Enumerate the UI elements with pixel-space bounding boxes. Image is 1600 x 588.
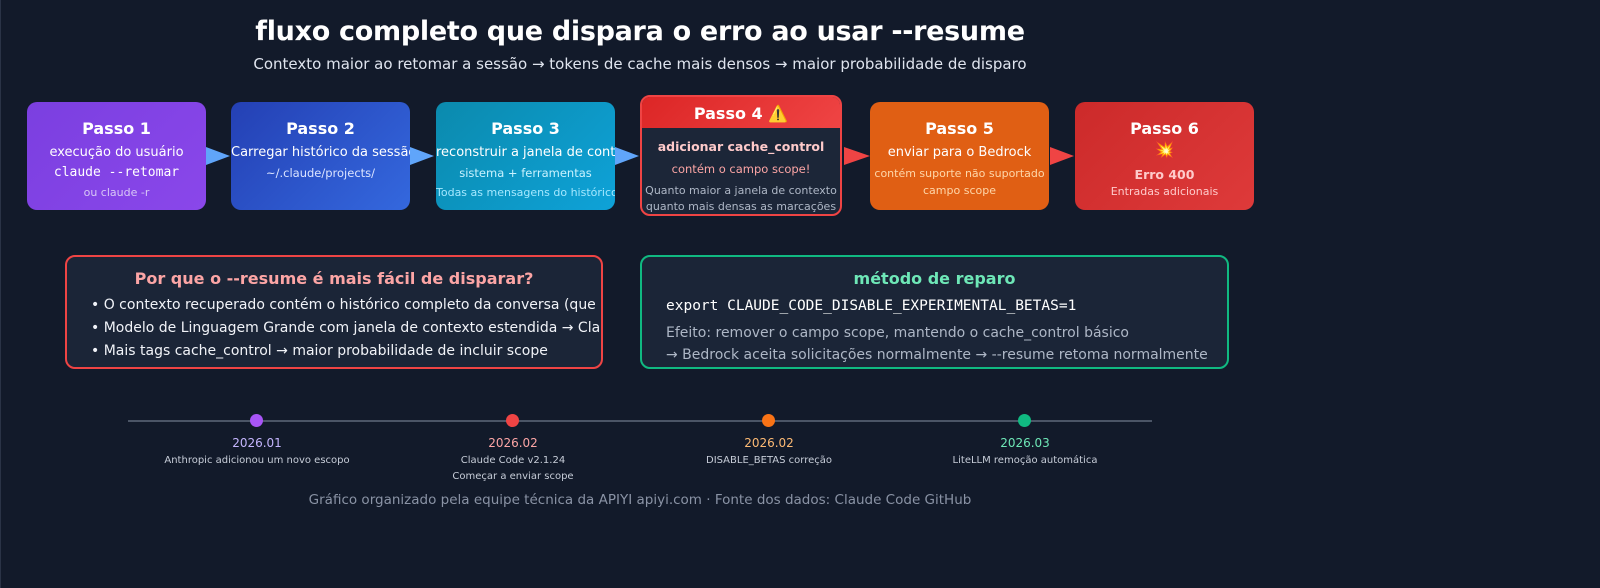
step-note: quanto mais densas as marcações	[645, 200, 837, 213]
step-3-card: Passo 3 reconstruir a janela de contexto…	[436, 102, 615, 210]
timeline-dot	[250, 414, 263, 427]
flow-arrow-icon	[1050, 147, 1074, 165]
flow-arrow-icon	[410, 147, 434, 165]
step-title: Passo 4 ⚠️	[642, 97, 840, 128]
timeline-event: Anthropic adicionou um novo escopo	[164, 455, 350, 466]
explosion-icon: 💥	[1154, 140, 1175, 159]
page-title: fluxo completo que dispara o erro ao usa…	[255, 16, 1025, 47]
step-text: reconstruir a janela de contexto complet…	[436, 145, 615, 160]
why-bullet: • O contexto recuperado contém o históri…	[91, 297, 601, 313]
timeline-date: 2026.02	[744, 436, 794, 450]
fix-effect: Efeito: remover o campo scope, mantendo …	[666, 325, 1129, 341]
flow-arrow-icon	[844, 147, 870, 165]
step-text: Carregar histórico da sessão	[231, 145, 410, 160]
step-text: execução do usuário	[49, 145, 184, 160]
step-2-card: Passo 2 Carregar histórico da sessão ~/.…	[231, 102, 410, 210]
timeline-event: Começar a enviar scope	[452, 471, 574, 482]
step-5-card: Passo 5 enviar para o Bedrock contém sup…	[870, 102, 1049, 210]
timeline-date: 2026.01	[232, 436, 282, 450]
page-subtitle: Contexto maior ao retomar a sessão → tok…	[253, 55, 1027, 73]
step-warning: contém o campo scope!	[671, 162, 811, 176]
timeline-axis	[128, 420, 1152, 422]
step-title: Passo 1	[82, 119, 151, 138]
left-edge-divider	[0, 0, 1, 588]
step-title: Passo 3	[491, 119, 560, 138]
timeline-dot	[1018, 414, 1031, 427]
why-panel: Por que o --resume é mais fácil de dispa…	[65, 255, 603, 369]
step-text: adicionar cache_control	[657, 139, 825, 154]
error-code: Erro 400	[1134, 167, 1195, 182]
step-path: ~/.claude/projects/	[265, 166, 376, 180]
step-note: contém suporte não suportado	[874, 167, 1045, 180]
step-title: Passo 6	[1130, 119, 1199, 138]
flow-arrow-icon	[615, 147, 639, 165]
timeline-event: Claude Code v2.1.24	[460, 455, 566, 466]
flow-arrow-icon	[206, 147, 230, 165]
error-detail: Entradas adicionais	[1110, 185, 1219, 198]
step-note: Todas as mensagens do histórico	[436, 186, 615, 199]
footer-credit: Gráfico organizado pela equipe técnica d…	[308, 492, 972, 508]
fix-code: export CLAUDE_CODE_DISABLE_EXPERIMENTAL_…	[666, 298, 1077, 314]
why-bullet: • Mais tags cache_control → maior probab…	[91, 343, 548, 359]
fix-panel-title: método de reparo	[853, 269, 1016, 288]
timeline-event: DISABLE_BETAS correção	[706, 455, 832, 466]
step-note: campo scope	[923, 184, 996, 197]
why-panel-title: Por que o --resume é mais fácil de dispa…	[134, 269, 534, 288]
step-command: claude --retomar	[53, 165, 180, 180]
timeline-dot	[506, 414, 519, 427]
step-title: Passo 5	[925, 119, 994, 138]
step-6-card: Passo 6 💥 Erro 400 Entradas adicionais	[1075, 102, 1254, 210]
why-bullet: • Modelo de Linguagem Grande com janela …	[91, 320, 601, 336]
timeline-event: LiteLLM remoção automática	[952, 455, 1098, 466]
step-note: sistema + ferramentas	[459, 166, 592, 180]
step-note: ou claude -r	[83, 186, 150, 199]
step-title: Passo 2	[286, 119, 355, 138]
timeline-dot	[762, 414, 775, 427]
step-1-card: Passo 1 execução do usuário claude --ret…	[27, 102, 206, 210]
step-note: Quanto maior a janela de contexto	[645, 184, 837, 197]
timeline-date: 2026.02	[488, 436, 538, 450]
step-4-card: Passo 4 ⚠️ adicionar cache_control conté…	[640, 95, 842, 216]
fix-panel: método de reparo export CLAUDE_CODE_DISA…	[640, 255, 1229, 369]
fix-effect: → Bedrock aceita solicitações normalment…	[666, 347, 1208, 363]
timeline-date: 2026.03	[1000, 436, 1050, 450]
step-text: enviar para o Bedrock	[887, 145, 1032, 160]
